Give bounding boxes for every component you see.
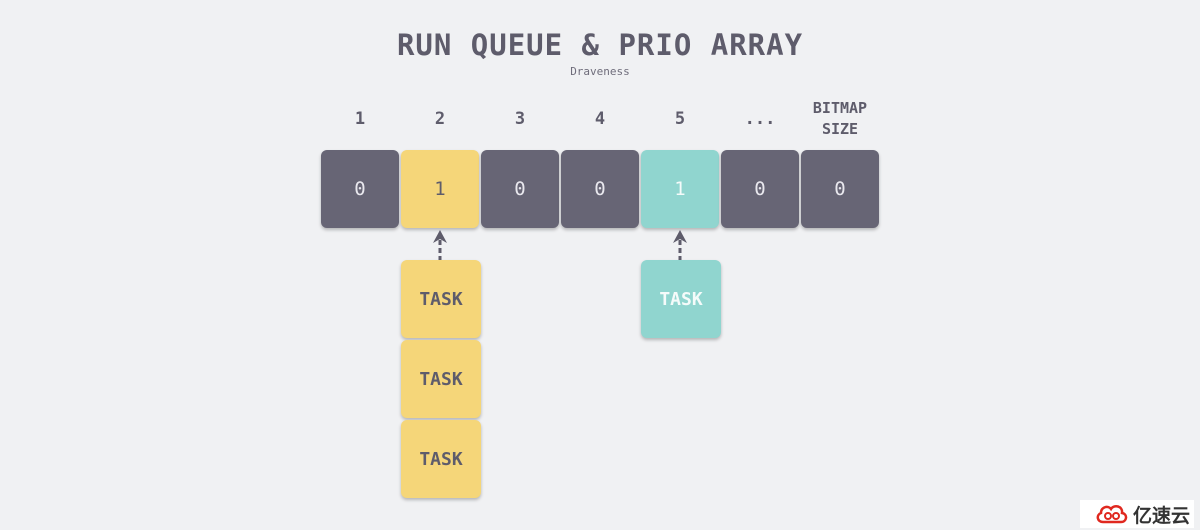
- arrow-up-icon: [433, 230, 447, 261]
- task-node: TASK: [401, 340, 481, 418]
- bitmap-cell-1: 0: [321, 150, 399, 228]
- header-ellipsis: ...: [744, 108, 776, 129]
- header-3: 3: [514, 108, 526, 129]
- header-bitmap-size: BITMAP SIZE: [812, 99, 868, 138]
- arrow-up-icon: [673, 230, 687, 261]
- task-node: TASK: [401, 260, 481, 338]
- header-1: 1: [354, 108, 366, 129]
- bitmap-cell-5: 1: [641, 150, 719, 228]
- bitmap-cell-3: 0: [481, 150, 559, 228]
- bitmap-cell-ellipsis: 0: [721, 150, 799, 228]
- diagram-title: RUN QUEUE & PRIO ARRAY: [396, 28, 804, 62]
- cloud-logo-icon: [1096, 504, 1128, 524]
- task-node: TASK: [401, 420, 481, 498]
- header-2: 2: [434, 108, 446, 129]
- task-node: TASK: [641, 260, 721, 338]
- bitmap-cell-size: 0: [801, 150, 879, 228]
- header-4: 4: [594, 108, 606, 129]
- header-5: 5: [674, 108, 686, 129]
- bitmap-cell-4: 0: [561, 150, 639, 228]
- watermark: 亿速云: [1080, 500, 1194, 528]
- watermark-text: 亿速云: [1132, 504, 1190, 527]
- bitmap-cell-2: 1: [401, 150, 479, 228]
- author-label: Draveness: [570, 65, 630, 78]
